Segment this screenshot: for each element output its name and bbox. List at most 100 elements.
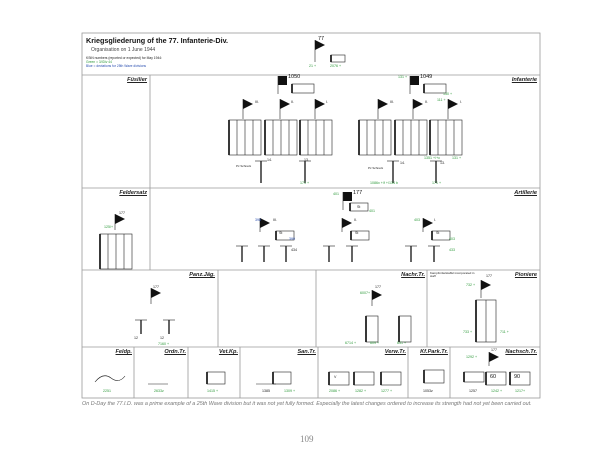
strength-label: 1292 + — [466, 355, 478, 359]
unit-box — [365, 315, 379, 343]
pennant-icon — [489, 352, 499, 362]
staff-label: St — [357, 205, 361, 209]
battalion-label: I. — [326, 100, 328, 104]
pennant-icon — [315, 40, 325, 50]
caption: On D-Day the 77.I.D. was a prime example… — [82, 401, 532, 407]
regiment-number: 1050 — [288, 74, 301, 80]
pennant-icon — [481, 280, 491, 290]
company-label: 13. — [440, 161, 445, 165]
page-title: Kriegsgliederung of the 77. Infanterie-D… — [86, 36, 229, 45]
company-label: 13. — [304, 158, 309, 162]
strength-label: 398 — [255, 218, 261, 222]
strength-label: 2076 + — [330, 64, 342, 68]
battalion-label: III. — [390, 100, 394, 104]
section-nachschub: Nachsch.Tr. — [505, 349, 537, 355]
strength-label: 1217+ — [515, 389, 526, 393]
strength-label: 609 + — [370, 341, 380, 345]
regiment-flag-icon — [278, 76, 287, 85]
strength-label: 2086 + — [329, 389, 341, 393]
strength-label: 1257 — [469, 389, 477, 393]
unit-box — [272, 371, 292, 385]
strength-label: 732 + — [466, 283, 476, 287]
pennant-icon — [413, 99, 423, 109]
battalion-label: II. — [354, 218, 357, 222]
section-feldersatz: Feldersatz — [119, 190, 147, 196]
unit-box — [463, 371, 485, 383]
section-ordnung: Ordn.Tr. — [164, 349, 186, 355]
unit-box — [206, 371, 226, 385]
section-sanitaet: San.Tr. — [297, 349, 316, 355]
unit-number: 60 — [490, 374, 497, 380]
weapon-label: Pz.Schreck — [236, 164, 252, 168]
strength-label: 1086x +/f +/134 b — [370, 181, 398, 185]
strength-label: 1282 + — [355, 389, 367, 393]
regiment-flag-icon — [343, 192, 352, 201]
strength-label: 433 — [449, 248, 455, 252]
strength-label: 434 — [291, 248, 297, 252]
section-panzerjaeger: Panz.Jäg. — [189, 272, 215, 278]
strength-label: 2633z — [154, 389, 164, 393]
unit-letter: V — [334, 375, 337, 379]
pennant-icon — [378, 99, 388, 109]
regiment-number: 1049 — [420, 74, 433, 80]
section-pioniere: Pioniere — [514, 272, 537, 278]
unit-number: 177 — [491, 347, 497, 352]
company-label: 14. — [267, 158, 272, 162]
strength-label: 631 + — [397, 341, 407, 345]
strength-label: 171 + — [300, 181, 310, 185]
pennant-icon — [448, 99, 458, 109]
strength-label: 131 + — [452, 155, 462, 160]
pennant-icon — [423, 218, 433, 228]
unit-box — [423, 369, 445, 384]
unit-symbols — [94, 40, 531, 386]
unit-box — [350, 230, 370, 241]
battalion-label: III. — [255, 100, 259, 104]
strength-label: 403 — [414, 218, 420, 222]
pennant-icon — [315, 99, 325, 109]
unit-box — [291, 83, 315, 94]
regiment-number: 177 — [353, 190, 363, 196]
company-label: 14. — [400, 161, 405, 165]
post-horn-icon — [94, 375, 126, 383]
pennant-icon — [243, 99, 253, 109]
strength-label: 7160 + — [158, 341, 170, 346]
battalion-label: I. — [460, 100, 462, 104]
pennant-icon — [115, 214, 125, 224]
pennant-icon — [151, 288, 161, 298]
legend-line: Blue = deviations for 25th Wave division… — [86, 64, 147, 68]
strength-label: 21 + — [309, 64, 317, 68]
unit-box — [380, 371, 402, 386]
unit-number: 177 — [119, 211, 125, 215]
page-number: 109 — [300, 434, 314, 444]
strength-label: 171 + — [432, 181, 442, 185]
pennant-icon — [342, 218, 352, 228]
unit-box — [431, 230, 451, 241]
strength-label: 1053z — [423, 389, 433, 393]
strength-label: 131 + — [398, 75, 408, 79]
weapon-label: Pz.Schreck — [368, 166, 384, 170]
unit-number: 90 — [514, 374, 521, 380]
strength-label: 1242 + — [491, 389, 503, 393]
unit-box — [353, 371, 375, 386]
strength-label: 130 + — [443, 92, 453, 96]
pennant-icon — [372, 290, 382, 300]
unit-number: 12 — [134, 336, 138, 340]
strength-label: 1277 + — [381, 389, 393, 393]
section-verwaltung: Verw.Tr. — [384, 349, 406, 355]
section-veterinaer: Vet.Kp. — [218, 349, 238, 355]
unit-box — [330, 54, 346, 63]
staff-label: St — [279, 231, 283, 235]
strength-label: 6714 + — [345, 341, 357, 345]
unit-box — [398, 315, 412, 343]
pennant-icon — [260, 218, 270, 228]
section-feldpost: Feldp. — [115, 349, 132, 355]
regiment-flag-icon — [410, 76, 419, 85]
section-infanterie: Infanterie — [511, 77, 537, 83]
unit-number: 12 — [160, 336, 164, 340]
strength-label: 1309 + — [284, 389, 296, 393]
strength-label: 6007+ — [360, 291, 371, 295]
strength-label: 1351 +/+c — [424, 155, 440, 160]
strength-label: 403 — [449, 237, 455, 241]
staff-label: St — [436, 231, 440, 235]
